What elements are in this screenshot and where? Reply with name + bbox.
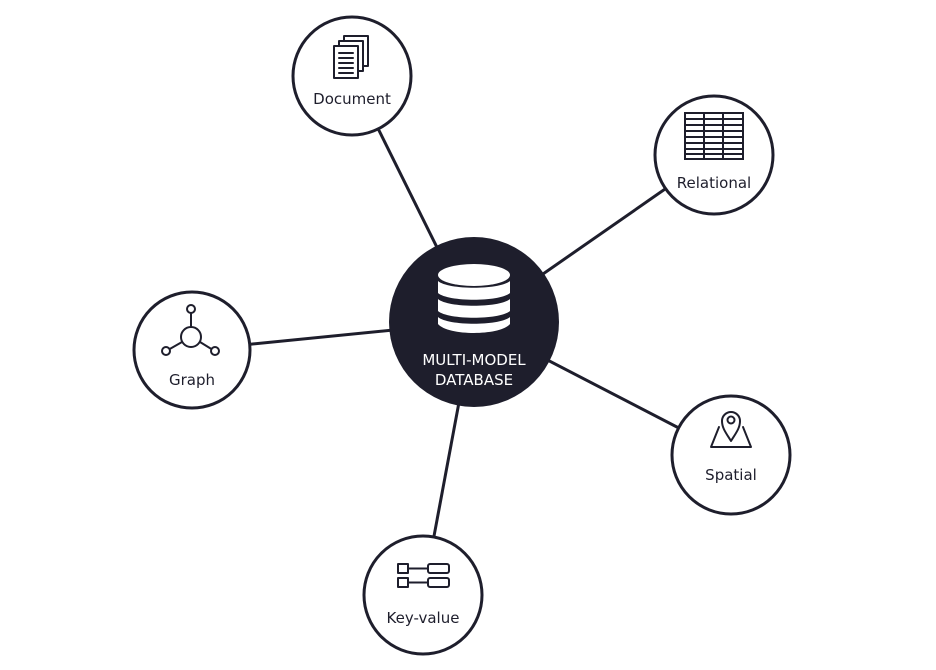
hub-label-line2: DATABASE [435,371,513,389]
node-spatial: Spatial [670,394,792,516]
document-stack-icon [333,35,369,79]
table-grid-icon [684,112,744,160]
node-document: Document [291,15,413,137]
node-graph-circle [132,290,252,410]
node-keyvalue-label: Key-value [387,609,460,627]
node-graph-label: Graph [169,371,215,389]
node-keyvalue-circle [362,534,484,656]
node-graph: Graph [132,290,252,410]
hub-multi-model-database: MULTI-MODEL DATABASE [389,237,559,407]
node-spatial-circle [670,394,792,516]
database-icon [438,264,510,333]
node-spatial-label: Spatial [705,466,757,484]
key-value-pairs-icon [397,563,450,588]
node-relational: Relational [653,94,775,216]
hub-label-line1: MULTI-MODEL [422,351,526,369]
map-pin-icon [710,411,752,448]
hub-circle [389,237,559,407]
graph-nodes-icon [161,304,220,356]
node-keyvalue: Key-value [362,534,484,656]
node-relational-label: Relational [677,174,751,192]
node-document-label: Document [313,90,391,108]
